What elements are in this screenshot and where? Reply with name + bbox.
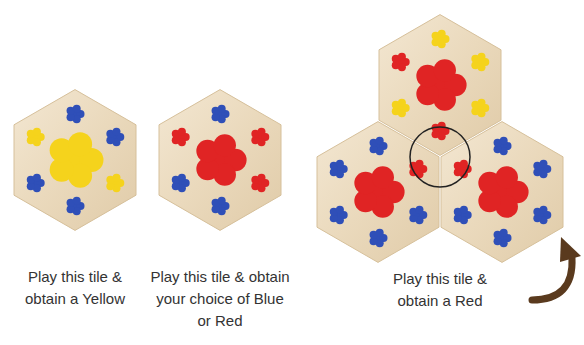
highlight-circle [410,127,470,187]
paint-blob [27,105,125,215]
paint-blob [454,137,552,247]
paint-blob [392,30,490,140]
paint-blob [330,137,428,247]
caption: Play this tile & obtain a Red [375,268,505,312]
caption: Play this tile & obtain a Yellow [10,266,140,310]
paint-blob [172,105,270,215]
curved-arrow [532,237,581,300]
hex-tile [14,15,563,263]
caption: Play this tile & obtain your choice of B… [150,266,290,332]
